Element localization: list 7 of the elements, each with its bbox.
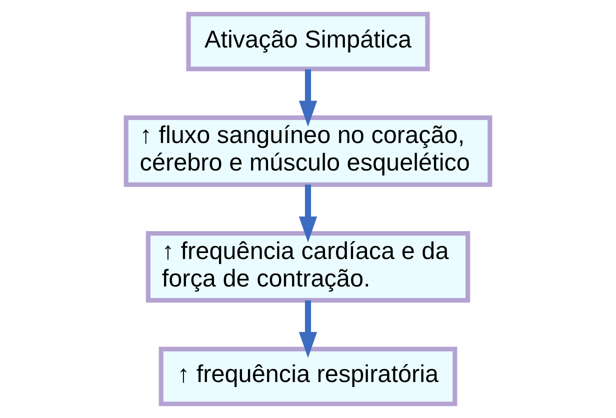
node-box: ↑ frequência respiratória xyxy=(158,346,458,406)
arrow xyxy=(298,69,318,127)
node-box: Ativação Simpática xyxy=(186,12,430,72)
arrow xyxy=(298,184,318,242)
node-box: ↑ frequência cardíaca e da força de contração. xyxy=(146,231,470,303)
arrow xyxy=(298,300,318,358)
node-box: ↑ fluxo sanguíneo no coração, cérebro e músculo esquelético xyxy=(124,115,492,187)
